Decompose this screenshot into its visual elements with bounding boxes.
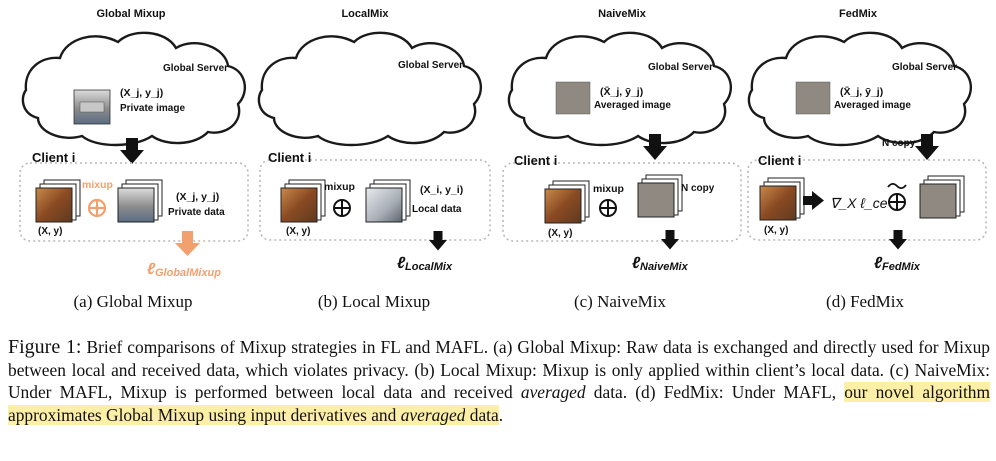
server-data-label: (X̄_j, ȳ_j) <box>840 86 883 98</box>
panel-title-fedmix: FedMix <box>839 8 877 20</box>
subcaption-d: (d) FedMix <box>826 292 904 311</box>
down-arrow <box>661 230 679 250</box>
averaged-image <box>795 81 831 115</box>
local-image-stack <box>759 185 797 221</box>
local-image-stack <box>280 187 318 223</box>
down-arrow <box>429 231 447 251</box>
client-label: Client i <box>268 150 311 165</box>
client-data-caption: Local data <box>412 204 462 215</box>
mixup-plus-icon <box>333 199 351 217</box>
loss-symbol: ℓ <box>874 255 883 272</box>
local-pair-label: (X, y) <box>548 228 572 239</box>
server-caption: Private image <box>120 103 185 114</box>
caption-lead: Figure 1: <box>8 336 82 358</box>
tilde-plus-icon <box>887 182 907 211</box>
gradient-label: ∇_X ℓ_ce <box>830 195 888 211</box>
loss-symbol: ℓ <box>397 255 406 272</box>
loss-subscript: FedMix <box>882 261 921 273</box>
client-label: Client i <box>758 153 801 168</box>
client-label: Client i <box>514 153 557 168</box>
caption-highlight-2: data <box>465 404 499 425</box>
right-arrow <box>803 191 824 210</box>
server-caption: Averaged image <box>834 100 911 111</box>
server-data-label: (X_j, y_j) <box>120 87 163 99</box>
loss-subscript: LocalMix <box>405 261 453 273</box>
server-label: Global Server <box>648 62 713 73</box>
mixup-label: mixup <box>324 181 355 193</box>
panel-d <box>747 31 987 250</box>
client-data-caption: Private data <box>168 207 225 218</box>
client-data-label: (X_j, y_j) <box>176 191 219 203</box>
server-label: Global Server <box>163 63 228 74</box>
client-box <box>259 159 491 241</box>
figure: Global Mixup LocalMix NaiveMix FedMix <box>19 8 987 311</box>
loss-subscript: NaiveMix <box>640 261 689 273</box>
panel-a <box>19 31 249 256</box>
caption-text-2: data. (d) FedMix: Under MAFL, <box>585 382 845 402</box>
copy-label: N copy <box>681 183 715 194</box>
panel-title-naivemix: NaiveMix <box>598 8 646 20</box>
mixup-label: mixup <box>82 179 113 191</box>
client-box <box>502 162 742 242</box>
local-image-stack <box>35 187 73 223</box>
panel-title-global-mixup: Global Mixup <box>96 8 166 20</box>
local-pair-label: (X, y) <box>38 226 62 237</box>
mixup-label: mixup <box>593 183 624 195</box>
received-image-stack <box>117 187 155 223</box>
subcaption-b: (b) Local Mixup <box>317 292 431 311</box>
caption-emphasis-1: averaged <box>520 382 586 402</box>
server-caption: Averaged image <box>594 100 671 111</box>
local-pair-label: (X, y) <box>286 226 310 237</box>
mixup-plus-icon <box>599 199 617 217</box>
copy-label: N copy <box>882 138 916 149</box>
client-data-label: (X_i, y_i) <box>420 184 463 196</box>
server-data-label: (X̄_j, ȳ_j) <box>600 86 643 98</box>
local-pair-label: (X, y) <box>764 225 788 236</box>
figure-caption: Figure 1: Brief comparisons of Mixup str… <box>8 336 991 426</box>
subcaption-a: (a) Global Mixup <box>73 292 193 311</box>
panel-title-localmix: LocalMix <box>341 8 389 20</box>
loss-subscript: GlobalMixup <box>155 267 221 279</box>
client-box <box>19 162 249 242</box>
client-label: Client i <box>32 150 75 165</box>
averaged-image-stack <box>919 183 957 219</box>
diagram-svg: Global Server (X_j, y_j) Private image C… <box>19 31 987 279</box>
down-arrow <box>889 230 907 250</box>
local-data-stack <box>365 187 403 223</box>
orange-down-arrow <box>175 231 200 256</box>
loss-symbol: ℓ <box>147 261 156 278</box>
loss-symbol: ℓ <box>632 255 641 272</box>
server-cloud <box>257 31 483 147</box>
caption-text-3: . <box>498 404 504 425</box>
local-image-stack <box>544 188 582 224</box>
caption-text-1: Brief comparisons of Mixup strategies in… <box>8 337 991 402</box>
caption-highlight-emphasis: averaged <box>400 404 466 425</box>
server-label: Global Server <box>398 60 463 71</box>
averaged-image-stack <box>637 182 675 218</box>
mixup-plus-icon <box>87 198 107 218</box>
subcaption-c: (c) NaiveMix <box>573 292 667 311</box>
panel-c <box>502 31 742 250</box>
server-label: Global Server <box>892 62 957 73</box>
averaged-image <box>555 81 591 115</box>
panel-b <box>257 31 491 251</box>
